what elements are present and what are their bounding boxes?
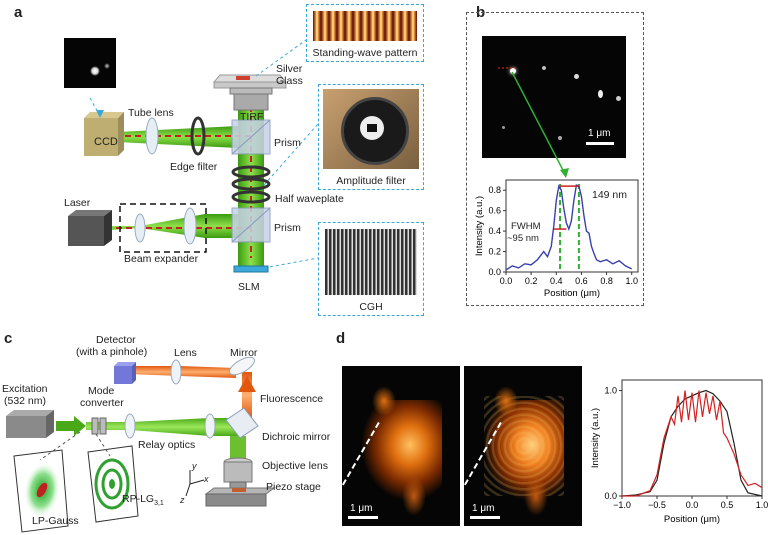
detector-line2: (with a pinhole) [76,346,148,358]
relay-optics-label: Relay optics [138,439,196,451]
panel-b-pointer-head [560,168,569,178]
panel-d-xtick-label: 1.0 [756,500,768,510]
panel-d-xlabel: Position (μm) [664,514,720,525]
edge-filter-label: Edge filter [170,161,218,173]
panel-d-scale-bar-right [470,516,500,519]
panel-b-xtick-label: 0.0 [500,276,513,286]
panel-b-ytick-label: 0.0 [488,267,501,277]
panel-d-series-line-1 [622,390,763,497]
fwhm-line1: FWHM [511,221,541,232]
cgh-caption: CGH [359,301,383,313]
axis-y-label: y [192,461,197,471]
panel-b-scale-label: 1 μm [588,128,611,139]
panel-b-ytick-label: 0.6 [488,206,501,216]
prism-top-label: Prism [274,137,301,149]
panel-d-ytick-label: 1.0 [604,386,617,396]
fwhm-line2: ~95 nm [507,233,539,244]
prism-bottom-label: Prism [274,222,301,234]
panel-b-ytick-label: 0.2 [488,247,501,257]
glass-label: Glass [276,75,303,87]
panel-d-xtick-label: −1.0 [613,500,631,510]
standing-wave-inset: Standing-wave pattern [306,4,424,62]
half-waveplate-label: Half waveplate [275,193,344,205]
beam-expander-label: Beam expander [124,253,199,265]
mirror-label: Mirror [230,347,258,359]
panel-label-c: c [4,330,13,347]
panel-d-xtick-label: −0.5 [648,500,666,510]
panel-d-image-right: 1 μm [464,366,582,526]
annotation-149nm: 149 nm [592,189,628,201]
panel-b-xtick-label: 0.6 [575,276,588,286]
lens-label: Lens [174,347,197,359]
tube-lens-label: Tube lens [128,107,174,119]
excitation-line1: Excitation [2,383,48,395]
panel-d-scale-label-left: 1 μm [350,503,373,514]
panel-d-ytick-label: 0.0 [604,491,617,501]
slm-label: SLM [238,281,260,293]
panel-label-d: d [336,330,346,347]
panel-d-xtick-label: 0.0 [686,500,699,510]
detector-line1: Detector [96,334,136,346]
axis-x-label: x [204,474,209,484]
panel-b-xtick-label: 0.8 [600,276,613,286]
amplitude-filter-caption: Amplitude filter [336,175,406,187]
panel-label-a: a [14,4,23,21]
mode-converter-line2: converter [80,397,124,409]
panel-b-plot-frame [505,179,639,273]
laser-label: Laser [64,197,91,209]
excitation-line2: (532 nm) [4,395,47,407]
objective-lens-label: Objective lens [262,460,328,472]
panel-d-image-left: 1 μm [342,366,460,526]
panel-b-microscope-image: 1 μm [482,36,626,158]
standing-wave-caption: Standing-wave pattern [312,47,418,59]
tirf-label: TIRF [240,111,264,123]
amplitude-filter-inset: Amplitude filter [318,84,424,190]
panel-d-series-line-0 [621,389,763,497]
panel-b-pointer-line [511,71,566,175]
panel-d-ylabel: Intensity (a.u.) [590,408,601,468]
panel-b-frame [466,12,644,306]
axis-z-label: z [180,495,185,505]
mode-converter-line1: Mode [88,385,115,397]
panel-b-xtick-label: 0.2 [525,276,538,286]
panel-d-xtick-label: 0.5 [721,500,734,510]
piezo-stage-label: Piezo stage [266,481,321,493]
panel-b-xtick-label: 1.0 [625,276,638,286]
cgh-inset: CGH [318,222,424,316]
panel-b-ylabel: Intensity (a.u.) [474,196,485,256]
silver-label: Silver [276,63,303,75]
panel-b-scale-bar [586,142,614,145]
lp-gauss-label: LP-Gauss [32,515,79,527]
dichroic-mirror-label: Dichroic mirror [262,431,331,443]
ccd-label: CCD [94,136,118,148]
panel-b-xtick-label: 0.4 [550,276,563,286]
panel-d-scale-label-right: 1 μm [472,503,495,514]
ccd-image [64,38,116,88]
rp-lg-label: RP-LG3,1 [122,493,164,508]
fluorescence-label: Fluorescence [260,393,324,405]
panel-b-ytick-label: 0.8 [488,185,501,195]
panel-b-xlabel: Position (μm) [544,288,600,299]
panel-b-ytick-label: 0.4 [488,226,501,236]
panel-d-scale-bar-left [348,516,378,519]
panel-b-profile-line [505,184,633,271]
